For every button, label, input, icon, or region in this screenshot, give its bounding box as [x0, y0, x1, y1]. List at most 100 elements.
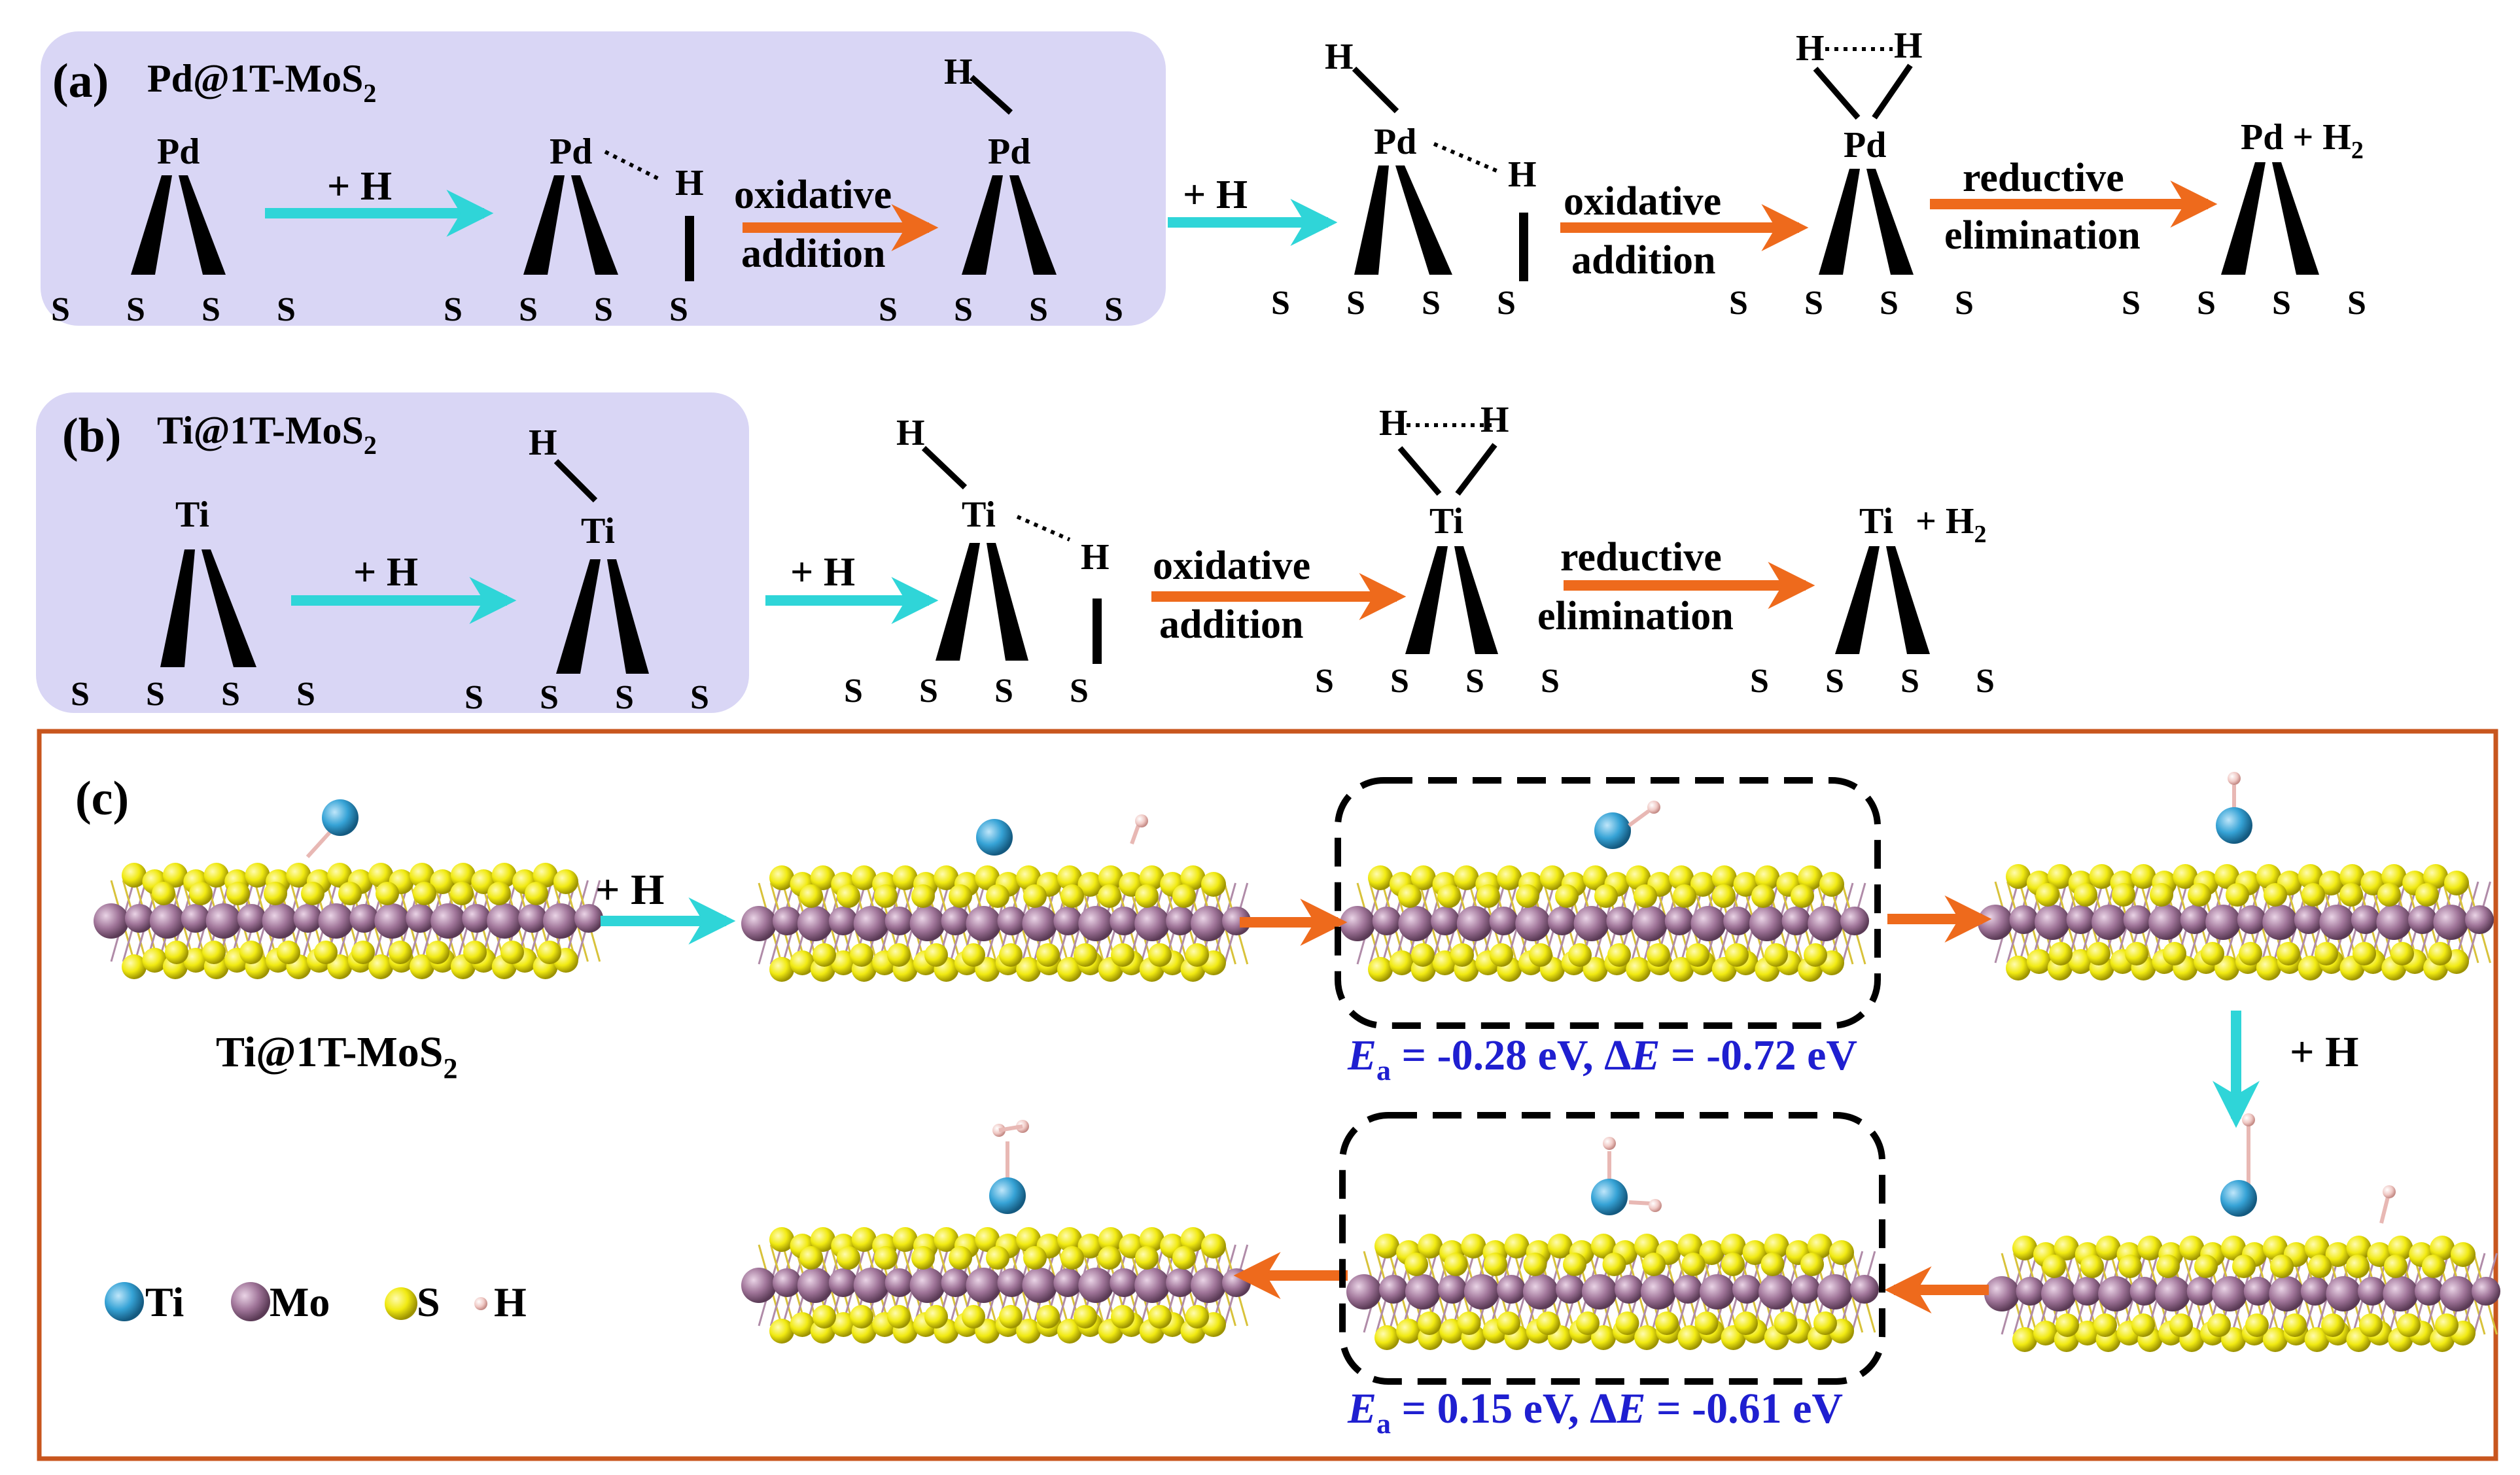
a3-species: H Pd S S S S [879, 52, 1123, 328]
svg-text:S: S [1729, 285, 1748, 322]
svg-text:S: S [1271, 285, 1290, 322]
svg-text:H: H [529, 423, 557, 463]
b-add-h-label-1: + H [353, 550, 418, 595]
energy-label-2: Ea = 0.15 eV, ΔE = -0.61 eV [1347, 1385, 1843, 1440]
panel-c-frame [37, 729, 2498, 1461]
svg-text:Pd: Pd [550, 131, 592, 172]
transition-state-box-1 [1335, 777, 1881, 1029]
svg-text:S: S [844, 672, 863, 710]
a2-species: Pd H S S S S [444, 131, 704, 328]
slab-1 [94, 799, 603, 979]
svg-text:Pd: Pd [988, 131, 1030, 172]
h-atom-icon [474, 1297, 487, 1310]
svg-text:S: S [1955, 285, 1974, 322]
panel-a-background [41, 31, 1166, 326]
c-add-h-label-2: + H [2290, 1028, 2358, 1076]
svg-text:S: S [1390, 663, 1409, 700]
svg-text:S: S [201, 291, 220, 328]
svg-text:S: S [669, 291, 688, 328]
svg-text:Mo: Mo [270, 1279, 330, 1325]
b-elimination-label: elimination [1537, 594, 1734, 638]
slab-5 [1984, 1113, 2500, 1352]
panel-b-label: (b) [62, 409, 121, 462]
svg-text:S: S [615, 679, 634, 716]
svg-text:Ti: Ti [581, 511, 615, 551]
svg-text:S: S [146, 676, 165, 713]
panel-a-label: (a) [52, 54, 109, 108]
s-atom-icon [385, 1287, 417, 1320]
svg-text:H: H [494, 1279, 527, 1325]
svg-text:S: S [464, 679, 483, 716]
svg-text:S: S [879, 291, 898, 328]
b-oxidative-label: oxidative [1153, 544, 1310, 588]
svg-text:S: S [444, 291, 463, 328]
svg-text:S: S [1825, 663, 1844, 700]
svg-text:H: H [1480, 400, 1509, 440]
a-add-h-label-2: + H [1183, 173, 1248, 217]
b-addition-label: addition [1159, 602, 1304, 647]
energy-label-1: Ea = -0.28 eV, ΔE = -0.72 eV [1347, 1032, 1857, 1086]
svg-text:Pd: Pd [1374, 122, 1416, 162]
ti-atom-icon [105, 1282, 144, 1321]
panel-b-title: Ti@1T-MoS2 [157, 409, 377, 460]
svg-text:H: H [944, 52, 973, 92]
a-oxidative-label-1: oxidative [734, 173, 892, 217]
svg-text:S: S [994, 672, 1013, 710]
svg-text:S: S [51, 291, 70, 328]
a6-species: Pd + H2 S S S S [2122, 117, 2366, 322]
svg-text:S: S [2347, 285, 2366, 322]
svg-text:H: H [1081, 537, 1110, 578]
svg-text:S: S [2272, 285, 2291, 322]
b-reductive-label: reductive [1560, 535, 1722, 580]
a4-species: H Pd H S S S S [1271, 37, 1537, 322]
b1-species: Ti S S S S [71, 495, 315, 713]
slab-6 [1346, 1137, 1879, 1350]
slab-4 [1978, 772, 2494, 980]
mos2-slab-structures [94, 772, 2500, 1352]
svg-text:Pd: Pd [157, 131, 200, 172]
svg-text:Ti: Ti [145, 1279, 184, 1325]
panel-a-title: Pd@1T-MoS2 [147, 57, 376, 108]
slab-7 [741, 1120, 1251, 1344]
svg-text:S: S [690, 679, 709, 716]
panel-c-caption: Ti@1T-MoS2 [216, 1028, 458, 1085]
svg-text:Ti: Ti [962, 495, 996, 535]
svg-text:S: S [1465, 663, 1484, 700]
svg-text:H: H [1894, 26, 1923, 66]
svg-text:S: S [2197, 285, 2216, 322]
svg-text:Ti: Ti [1429, 501, 1463, 542]
svg-text:S: S [71, 676, 90, 713]
mo-atom-icon [231, 1282, 270, 1321]
a-elimination-label: elimination [1944, 213, 2141, 258]
svg-text:S: S [919, 672, 938, 710]
svg-text:Pd + H2: Pd + H2 [2241, 117, 2364, 164]
b2-species: H Ti S S S S [464, 423, 709, 716]
svg-text:S: S [1900, 663, 1919, 700]
panel-c-label: (c) [75, 772, 129, 825]
svg-text:H: H [1508, 154, 1537, 195]
a1-species: Pd S S S S [51, 131, 296, 328]
a-addition-label-1: addition [741, 232, 886, 276]
svg-text:S: S [594, 291, 613, 328]
slab-2 [741, 814, 1251, 982]
svg-text:S: S [1880, 285, 1899, 322]
svg-text:Ti: Ti [175, 495, 209, 535]
svg-text:H: H [896, 413, 925, 453]
svg-text:S: S [1070, 672, 1089, 710]
atom-legend: Ti Mo S H [105, 1279, 527, 1325]
svg-text:S: S [1497, 285, 1516, 322]
svg-text:H: H [675, 163, 704, 203]
b3-species: H Ti H S S S S [844, 413, 1110, 710]
svg-text:S: S [296, 676, 315, 713]
svg-text:S: S [954, 291, 973, 328]
svg-text:H: H [1796, 28, 1825, 69]
slab-3 [1340, 801, 1869, 982]
a-reductive-label: reductive [1963, 156, 2124, 200]
svg-text:Pd: Pd [1844, 125, 1886, 165]
svg-text:S: S [126, 291, 145, 328]
svg-text:S: S [2122, 285, 2141, 322]
b5-species: Ti + H2 S S S S [1750, 501, 1995, 700]
svg-text:S: S [221, 676, 240, 713]
svg-text:S: S [1976, 663, 1995, 700]
svg-text:+ H2: + H2 [1916, 501, 1986, 548]
